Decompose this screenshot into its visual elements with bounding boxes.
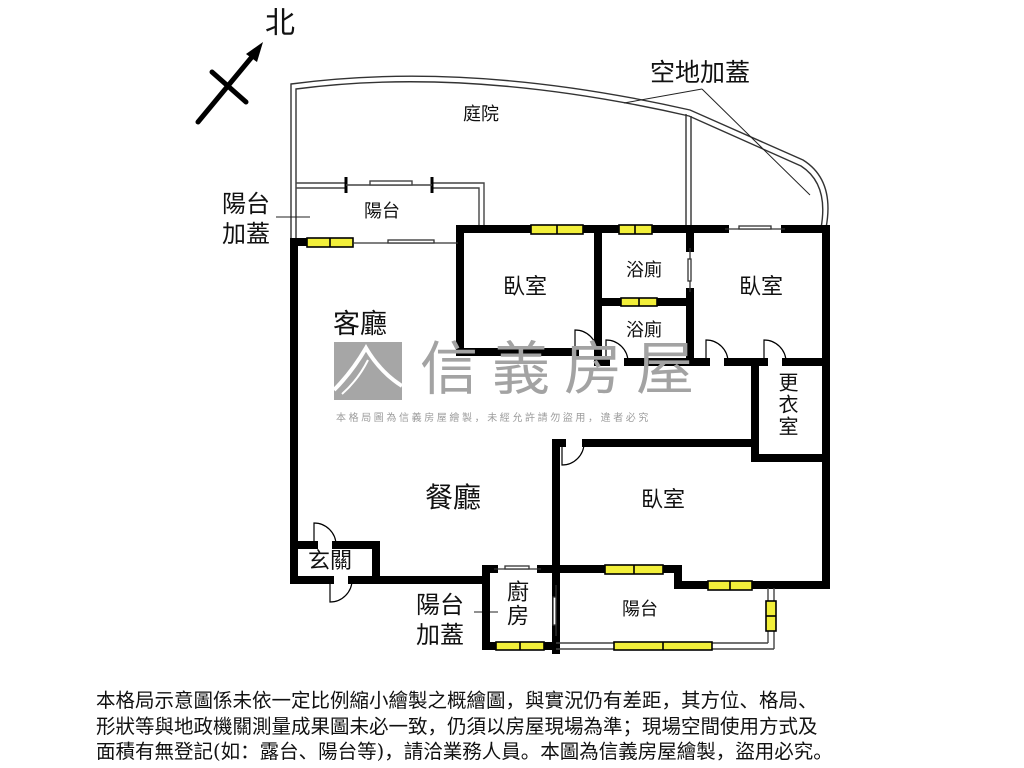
bath-1-label: 浴廁: [626, 260, 662, 281]
entrance-label: 玄關: [308, 549, 353, 574]
disclaimer-line-2: 形狀等與地政機關測量成果圖未必一致，仍須以房屋現場為準；現場空間使用方式及: [96, 714, 818, 738]
balcony-addition-bottom-label-2: 加蓋: [416, 621, 464, 649]
sliding-doors: [353, 225, 785, 636]
open-space-addition-label: 空地加蓋: [650, 58, 751, 87]
watermark-notice: 本格局圖為信義房屋繪製，未經允許請勿盜用，違者必究: [336, 413, 651, 424]
disclaimer: 本格局示意圖係未依一定比例縮小繪製之概繪圖，與實況仍有差距，其方位、格局、 形狀…: [96, 688, 946, 765]
watermark-brand: 信義房屋: [420, 335, 709, 403]
bedroom-1-label: 臥室: [503, 275, 548, 300]
courtyard-boundary: [290, 75, 829, 240]
north-arrow-icon: [195, 42, 263, 125]
swing-doors: [313, 329, 787, 603]
bath-2-label: 浴廁: [626, 320, 662, 341]
balcony-addition-bottom-label-1: 陽台: [416, 591, 464, 619]
living-room-label: 客廳: [333, 309, 387, 340]
balcony-bottom-outline: [556, 588, 775, 650]
bedroom-2-label: 臥室: [739, 275, 784, 300]
balcony-addition-top-label-2: 加蓋: [222, 220, 270, 248]
dining-room-label: 餐廳: [425, 481, 482, 514]
walk-in-closet-label: 更衣室: [775, 372, 799, 438]
courtyard-label: 庭院: [463, 104, 499, 125]
walls: [290, 225, 830, 654]
balcony-bottom-label: 陽台: [622, 599, 658, 620]
balcony-top-outline: [296, 177, 485, 225]
disclaimer-line-3: 面積有無登記(如：露台、陽台等)，請洽業務人員。本圖為信義房屋繪製，盜用必究。: [96, 740, 833, 763]
north-label: 北: [265, 6, 295, 41]
brand-logo-icon: [332, 342, 404, 400]
balcony-top-label: 陽台: [364, 201, 400, 222]
windows: [306, 224, 777, 651]
balcony-addition-top-label-1: 陽台: [222, 190, 270, 218]
bedroom-3-label: 臥室: [641, 488, 686, 513]
disclaimer-line-1: 本格局示意圖係未依一定比例縮小繪製之概繪圖，與實況仍有差距，其方位、格局、: [96, 689, 818, 712]
leader-lines: [276, 88, 811, 613]
kitchen-label: 廚房: [503, 580, 528, 628]
